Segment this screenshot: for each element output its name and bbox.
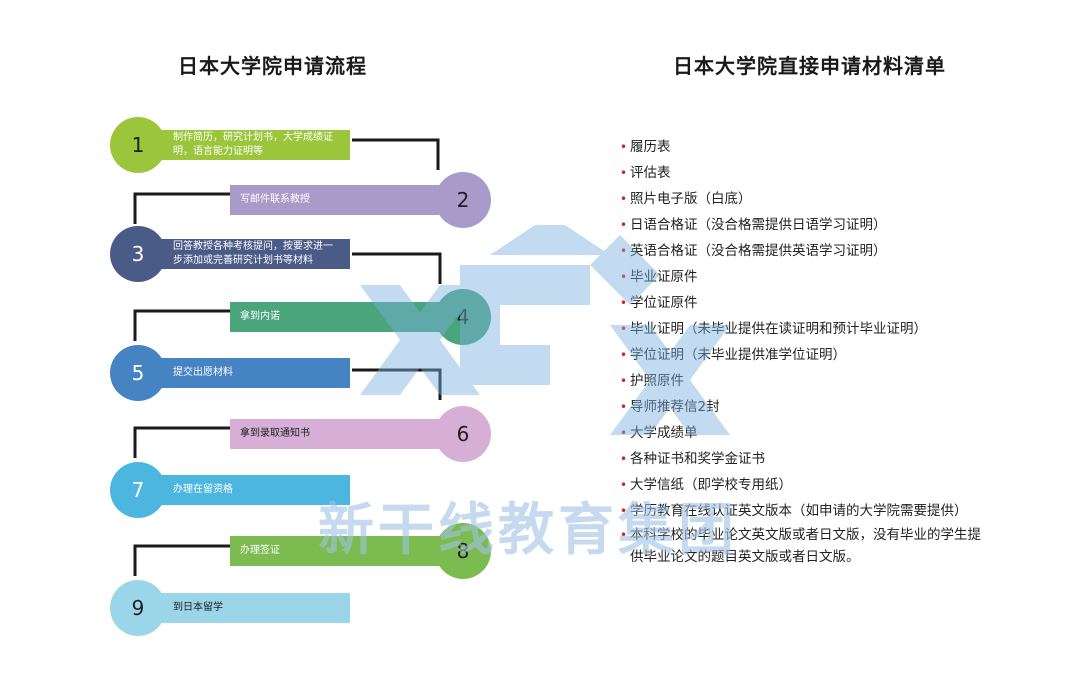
step-4-number: 4: [457, 305, 470, 329]
flow-step-1: 制作简历，研究计划书，大学成绩证明，语言能力证明等 1: [110, 117, 370, 173]
step-1-circle: 1: [110, 117, 166, 173]
step-8-circle: 8: [435, 523, 491, 579]
flow-step-5: 提交出愿材料 5: [110, 345, 370, 401]
step-4-text: 拿到内诺: [240, 311, 280, 322]
checklist-item: •学历教育在线认证英文版本（如申请的大学院需要提供）: [620, 500, 992, 522]
step-9-text: 到日本留学: [173, 602, 223, 613]
watermark-logo-icon: [360, 225, 730, 435]
bullet-icon: •: [620, 238, 627, 264]
materials-checklist: •履历表 •评估表 •照片电子版（白底） •日语合格证（没合格需提供日语学习证明…: [620, 134, 992, 570]
step-7-text: 办理在留资格: [173, 484, 233, 495]
flow-step-7: 办理在留资格 7: [110, 462, 370, 518]
checklist-item: •大学成绩单: [620, 420, 992, 446]
flow-step-6: 拿到录取通知书 6: [230, 406, 492, 462]
step-9-circle: 9: [110, 580, 166, 636]
bullet-icon: •: [620, 192, 628, 206]
step-6-number: 6: [456, 422, 470, 446]
checklist-item: •毕业证原件: [620, 264, 992, 290]
bullet-icon: •: [620, 316, 627, 342]
step-8-text: 办理签证: [240, 545, 280, 556]
step-5-text: 提交出愿材料: [173, 367, 233, 378]
checklist-item: •英语合格证（没合格需提供英语学习证明）: [620, 238, 992, 264]
checklist-item: •导师推荐信2封: [620, 394, 992, 420]
step-4-circle: 4: [435, 289, 491, 345]
flow-step-8: 办理签证 8: [230, 523, 492, 579]
bullet-icon: •: [620, 400, 628, 414]
watermark-text: 新干线教育集团: [318, 498, 738, 563]
flow-step-4: 拿到内诺 4: [230, 289, 492, 345]
checklist-item: •护照原件: [620, 368, 992, 394]
checklist-item: •照片电子版（白底）: [620, 186, 992, 212]
checklist-item: •日语合格证（没合格需提供日语学习证明）: [620, 212, 992, 238]
bullet-icon: •: [620, 348, 628, 362]
checklist-item: •各种证书和奖学金证书: [620, 446, 992, 472]
step-6-text: 拿到录取通知书: [240, 428, 310, 439]
bullet-icon: •: [620, 420, 627, 446]
bullet-icon: •: [620, 264, 627, 290]
checklist-item: •学位证原件: [620, 290, 992, 316]
bullet-icon: •: [620, 452, 628, 466]
step-5-number: 5: [131, 361, 145, 385]
step-9-number: 9: [131, 596, 145, 620]
step-3-circle: 3: [110, 226, 166, 282]
step-1-text: 制作简历，研究计划书，大学成绩证明，语言能力证明等: [173, 132, 333, 157]
flow-step-3: 回答教授各种考核提问，按要求进一步添加或完善研究计划书等材料 3: [110, 226, 370, 282]
checklist-item: •毕业证明（未毕业提供在读证明和预计毕业证明）: [620, 316, 992, 342]
step-8-number: 8: [456, 539, 470, 563]
checklist-item: •学位证明（未毕业提供准学位证明）: [620, 342, 992, 368]
step-2-text: 写邮件联系教授: [240, 194, 310, 205]
bullet-icon: •: [620, 478, 628, 492]
step-5-circle: 5: [110, 345, 166, 401]
bullet-icon: •: [620, 218, 628, 232]
checklist-item: •评估表: [620, 160, 992, 186]
step-2-number: 2: [456, 188, 470, 212]
step-2-circle: 2: [435, 172, 491, 228]
connector-6-7: [133, 426, 238, 458]
bullet-icon: •: [620, 296, 628, 310]
checklist-item: •本科学校的毕业论文英文版或者日文版，没有毕业的学生提供毕业论文的题目英文版或者…: [620, 524, 992, 568]
bullet-icon: •: [620, 166, 628, 180]
step-3-text: 回答教授各种考核提问，按要求进一步添加或完善研究计划书等材料: [173, 241, 333, 266]
step-7-circle: 7: [110, 462, 166, 518]
step-1-number: 1: [131, 133, 145, 157]
checklist-item: •履历表: [620, 134, 992, 160]
connector-2-3: [133, 192, 238, 224]
flow-step-2: 写邮件联系教授 2: [230, 172, 492, 228]
checklist-title: 日本大学院直接申请材料清单: [673, 54, 946, 78]
bullet-icon: •: [620, 374, 628, 388]
bullet-icon: •: [620, 504, 628, 518]
step-7-number: 7: [131, 478, 145, 502]
step-6-circle: 6: [435, 406, 491, 462]
step-3-number: 3: [131, 242, 145, 266]
flow-title: 日本大学院申请流程: [178, 54, 367, 78]
bullet-icon: •: [620, 140, 628, 154]
flow-step-9: 到日本留学 9: [110, 580, 370, 636]
connector-4-5: [133, 309, 238, 341]
bullet-icon: •: [620, 528, 628, 542]
connector-8-9: [133, 544, 238, 576]
checklist-item: •大学信纸（即学校专用纸）: [620, 472, 992, 498]
